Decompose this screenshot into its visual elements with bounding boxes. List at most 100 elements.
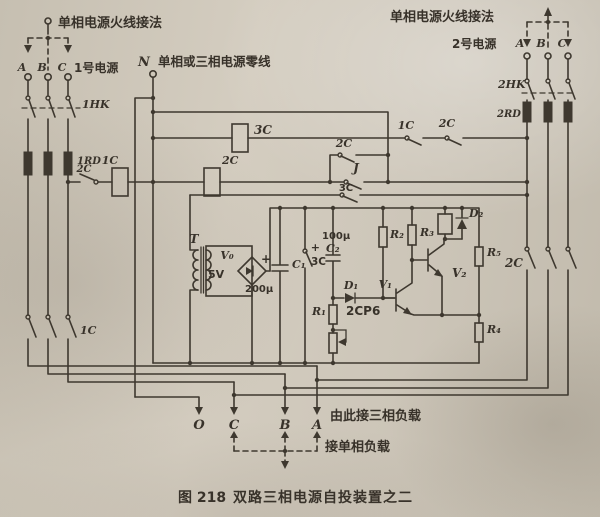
no-2c-parallel-label: 2C (335, 137, 353, 150)
phase-label: A (515, 37, 525, 50)
res-r1-label: R₁ (311, 305, 326, 318)
relay-coil-j (437, 207, 463, 242)
switch-2hk: 2HK (497, 78, 577, 100)
transistor-v2: V₂ (411, 238, 467, 318)
three-phase-note: 由此接三相负载 (330, 408, 421, 424)
hookup-note-left: 单相电源火线接法 (58, 15, 162, 31)
transformer-t-label: T (190, 232, 200, 246)
arrow-down-icon (281, 407, 289, 415)
contactor-coil-2c (203, 167, 221, 197)
single-phase-note: 接单相负载 (325, 439, 390, 455)
rectifier-v0-label: V₀ (220, 249, 234, 262)
arrow-down-icon (230, 407, 238, 415)
arrow-up-icon (313, 431, 321, 438)
switch-1hk: 1HK (21, 95, 110, 118)
cap-c2-value: 100μ (322, 231, 351, 242)
source1-name: 1号电源 (74, 60, 118, 75)
neutral-note: 单相或三相电源零线 (158, 54, 271, 69)
resistor-r4: R₄ (474, 314, 501, 364)
coil-2c-label: 2C (221, 154, 239, 167)
arrow-down-icon (523, 39, 531, 47)
source2-name: 2号电源 (452, 36, 496, 51)
res-r3-label: R₃ (419, 226, 434, 239)
transistor-v2-label: V₂ (452, 266, 467, 280)
cap-c1-value: 200μ (245, 284, 274, 295)
single-phase-hookup: 接单相负载 (230, 431, 390, 469)
main-2c-label: 2C (504, 256, 523, 270)
output-b-label: B (279, 418, 291, 433)
emitter-arrow-icon (403, 307, 412, 315)
plus-sign: + (261, 252, 271, 266)
cap-c2-label: C₂ (326, 242, 340, 255)
output-o-label: O (193, 418, 205, 433)
neutral-terminal-label: N (137, 55, 151, 70)
plus-sign: + (311, 241, 320, 254)
coil-1c-branch: 2C 1C (65, 154, 205, 197)
phase-label: B (36, 61, 46, 74)
arrow-up-icon (230, 431, 238, 438)
main-contacts-1c: 1C (25, 314, 318, 383)
cap-c1-label: C₁ (292, 258, 306, 271)
resistor-r5: R₅ (474, 246, 501, 318)
switch-1hk-label: 1HK (82, 98, 110, 111)
contact-3c-inner: 3C (302, 207, 326, 364)
output-c-label: C (229, 418, 240, 433)
terminal (564, 52, 572, 60)
potentiometer (328, 332, 338, 354)
emitter-arrow-icon (434, 269, 443, 277)
switch-2hk-label: 2HK (497, 78, 526, 91)
terminal (523, 52, 531, 60)
phase-label: C (58, 61, 67, 74)
fuse-1rd-label: 1RD (77, 156, 101, 167)
transistor-v1-label: V₁ (379, 278, 392, 291)
contactor-coil-3c (231, 123, 249, 153)
output-block: O C B A 由此接三相负载 接单相负载 (134, 365, 421, 469)
arrow-down-icon (64, 45, 72, 53)
source1-block: 单相电源火线接法 A B C 1号电源 1HK 1RD (17, 15, 162, 316)
nc-2c-label: 2C (438, 117, 456, 130)
wiper-arrow-icon (338, 338, 346, 346)
diode-icon (246, 267, 253, 275)
resistor-r2: R₂ (378, 207, 404, 299)
arrow-down-icon (195, 407, 203, 415)
secondary-5v-label: 5V (208, 268, 225, 281)
res-r2-label: R₂ (389, 228, 404, 241)
no-3c-outer-label: 3C (339, 183, 353, 194)
rectifier-v0: V₀ 5V (205, 245, 271, 364)
nc-2c-left-label: 2C (76, 164, 92, 175)
transformer-t: T (189, 194, 212, 364)
transistor-v1: V₁ (379, 259, 480, 316)
fuse-2rd-label: 2RD (496, 109, 521, 120)
diode-d1-type: 2CP6 (346, 304, 380, 318)
contact-3c-inner-label: 3C (311, 256, 326, 268)
output-a-label: A (310, 418, 322, 433)
caption: 图 218 双路三相电源自投装置之二 (178, 489, 413, 506)
res-r4-label: R₄ (486, 323, 501, 336)
diode-d1-label: D₁ (343, 279, 358, 292)
caption-number: 图 218 (178, 490, 226, 506)
control-rows: 3C 1C 2C 2C 2C J 3C (152, 111, 528, 203)
contactor-coil-1c (111, 167, 129, 197)
terminal (544, 52, 552, 60)
arrow-down-icon (281, 461, 289, 469)
capacitor-c1: + C₁ (261, 207, 306, 364)
phase-label: A (17, 61, 27, 74)
arrow-down-icon (564, 39, 572, 47)
diode-d2-label: D₂ (468, 207, 484, 220)
fuse-2rd: 2RD (496, 101, 573, 123)
capacitor-c2: 100μ + C₂ (311, 207, 351, 299)
resistor-r1: R₁ (311, 297, 347, 364)
res-r5-label: R₅ (486, 246, 501, 259)
caption-title: 双路三相电源自投装置之二 (233, 489, 413, 506)
single-phase-live-terminal-left (44, 17, 52, 25)
arrow-down-icon (313, 407, 321, 415)
phase-label: C (558, 37, 567, 50)
hookup-note-right: 单相电源火线接法 (390, 9, 494, 25)
relay-contact-j-label: J (351, 161, 360, 175)
diode-d2: D₂ (455, 207, 484, 240)
coil-3c-label: 3C (254, 123, 272, 137)
electronics-block: T V₀ 5V 200μ + C₁ (152, 194, 501, 366)
neutral-line: N 单相或三相电源零线 (134, 54, 271, 398)
